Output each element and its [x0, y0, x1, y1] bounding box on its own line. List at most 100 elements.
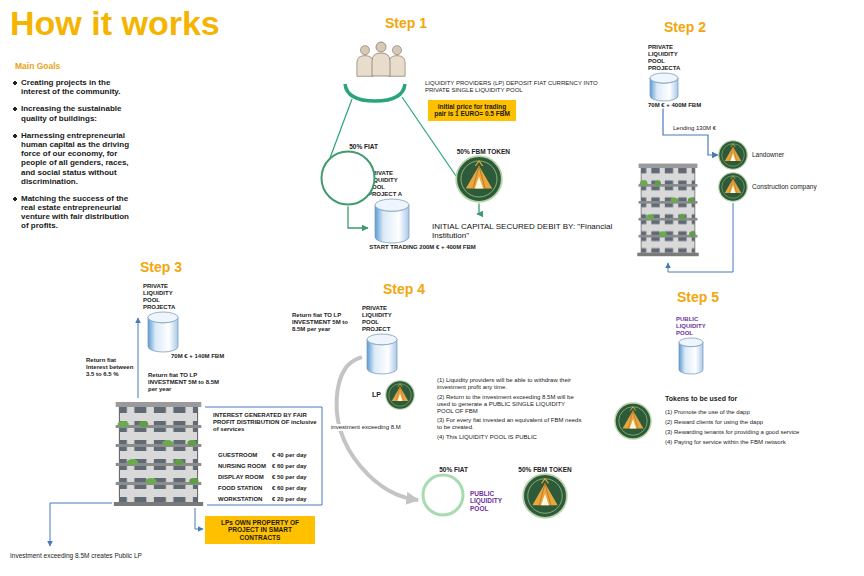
table-cell: DISPLAY ROOM [218, 474, 264, 481]
circle-shape [385, 380, 415, 410]
label-slot: Investment exceeding 8.5M creates Public… [10, 552, 142, 559]
cylinder-body [679, 342, 703, 374]
label-slot: € 60 per day [272, 485, 307, 492]
person-figure [372, 42, 390, 76]
section-heading: Main Goals [15, 62, 60, 72]
step-note: INITIAL CAPITAL SECURED DEBIT BY: "Finan… [432, 222, 622, 240]
cylinder-top [367, 334, 397, 345]
step-heading: Step 5 [677, 290, 719, 305]
goal-bullet: Creating projects in the interest of the… [12, 78, 136, 96]
step-note: LIQUIDITY PROVIDERS (LP) DEPOSIT FIAT CU… [425, 80, 620, 94]
table-cell: GUESTROOM [218, 452, 257, 459]
label-slot: Main Goals [15, 62, 60, 72]
circle-shape [718, 172, 748, 202]
pool-label: PRIVATE LIQUIDITY POOL PROJECTA [143, 283, 183, 311]
fiat-circle: 50% FIAT [418, 466, 468, 517]
building-picture [637, 164, 698, 257]
people-icon [357, 42, 405, 76]
fiat-ring [322, 152, 375, 205]
label-slot: Step 5 [677, 290, 719, 305]
step-heading: Step 4 [383, 282, 425, 297]
cylinder-shape [649, 72, 679, 102]
label-slot: € 20 per day [272, 496, 307, 503]
label-slot: PUBLIC LIQUIDITY POOL [470, 490, 512, 512]
label-slot: Tokens to be used for [665, 395, 737, 403]
return-note: Return fiat TO LP INVESTMENT 5M to 8.5M … [148, 372, 220, 393]
label-slot: Return fiat TO LP INVESTMENT 5M to 8.5M … [148, 372, 220, 393]
goal-bullet: Increasing the sustainable quality of bu… [12, 104, 136, 122]
label-slot: Step 3 [140, 260, 182, 275]
circle-shape [455, 155, 503, 203]
step-heading: Step 3 [140, 260, 182, 275]
pool-label: PRIVATE LIQUIDITY POOL PROJECT [362, 305, 402, 333]
step-heading: Step 1 [385, 16, 427, 31]
table-cell: FOOD STATION [218, 485, 262, 492]
token-icon [456, 157, 502, 203]
fiat-circle: 50% FIAT [318, 143, 378, 206]
pool-label: PRIVATE LIQUIDITY POOL PROJECTA [648, 44, 688, 72]
label-slot: € 60 per day [272, 463, 307, 470]
circle-label: 50% FBM TOKEN [448, 148, 510, 155]
pool-amount: 70M € + 140M FBM [171, 353, 238, 360]
public-pool: PUBLIC LIQUIDITY POOL [676, 316, 721, 375]
label-slot: FOOD STATION [218, 485, 262, 492]
cylinder-top [148, 312, 178, 323]
bracket-line [205, 407, 322, 505]
edge-label: Lending 130M € [672, 125, 717, 132]
table-cell: € 60 per day [272, 485, 307, 492]
list-item: (3) For every fiat invested an equivalen… [437, 417, 582, 431]
label-slot: INITIAL CAPITAL SECURED DEBIT BY: "Finan… [432, 222, 622, 240]
label-slot: Return fiat Interest between 3.5 to 6.5 … [86, 357, 134, 378]
edge-label: investment exceeding 8.M [330, 424, 402, 431]
list-item: (2) Reward clients for using the dapp [665, 419, 815, 426]
label-slot: € 40 per day [272, 452, 307, 459]
edge-label-slot: investment exceeding 8.M [330, 424, 402, 431]
token-icon [719, 173, 748, 202]
table-cell: WORKSTATION [218, 496, 262, 503]
label-slot: GUESTROOM [218, 452, 257, 459]
goal-bullet: Matching the success of the real estate … [12, 194, 136, 231]
text-list: (1) Liquidity providers will be able to … [437, 377, 582, 441]
token-icon [523, 475, 567, 519]
flow-arrow [663, 108, 718, 155]
circle-label: 50% FIAT [318, 143, 378, 150]
list-item: (2) Return to the investment exceeding 8… [437, 394, 582, 415]
title-slot: How it works [10, 6, 220, 40]
liquidity-pool: PRIVATE LIQUIDITY POOL PROJECTA70M € + 4… [648, 44, 714, 108]
token-icon [615, 403, 651, 439]
table-cell: NURSING ROOM [218, 463, 266, 470]
label-slot: Return fiat TO LP INVESTMENT 5M to 8.5M … [292, 312, 356, 333]
pool-amount: START TRADING 200M € + 400M FBM [368, 244, 477, 251]
liquidity-pool: PRIVATE LIQUIDITY POOL PROJECT [362, 305, 412, 375]
party-node: Construction company [718, 172, 817, 202]
fiat-ring [423, 475, 463, 515]
circle-shape [522, 473, 568, 519]
cylinder-shape [374, 198, 410, 244]
label-slot: INTEREST GENERATED BY FAIR PROFIT DISTRI… [213, 412, 317, 433]
cylinder-top [650, 73, 678, 83]
return-note: Return fiat Interest between 3.5 to 6.5 … [86, 357, 134, 378]
pool-label: PUBLIC LIQUIDITY POOL [676, 316, 716, 337]
label-slot: Step 4 [383, 282, 425, 297]
cylinder-top [375, 199, 409, 211]
token-circle: 50% FBM TOKEN [515, 466, 575, 519]
leader-line [50, 503, 112, 546]
return-line [138, 318, 139, 398]
pool-curve [345, 84, 405, 101]
liquidity-pool: PRIVATE LIQUIDITY POOL PROJECTA 70M € + 1… [143, 283, 238, 359]
flow-arrow [477, 203, 479, 214]
list-item: (4) Paying for service within the FBM ne… [665, 439, 815, 446]
note-text: LPs OWN PROPERTY OF PROJECT IN SMART CON… [209, 519, 311, 541]
lp-name: LP [372, 391, 381, 399]
party-node: Landowner [718, 140, 784, 170]
cylinder-shape [678, 337, 704, 375]
flow-arrow [348, 206, 368, 228]
label-slot: € 50 per day [272, 474, 307, 481]
pool-name: PUBLIC LIQUIDITY POOL [470, 490, 512, 512]
label-slot: Step 1 [385, 16, 427, 31]
list-item: (1) Liquidity providers will be able to … [437, 377, 582, 391]
token-icon [386, 381, 415, 410]
token-icon [719, 141, 748, 170]
circle-label: 50% FBM TOKEN [515, 466, 575, 473]
